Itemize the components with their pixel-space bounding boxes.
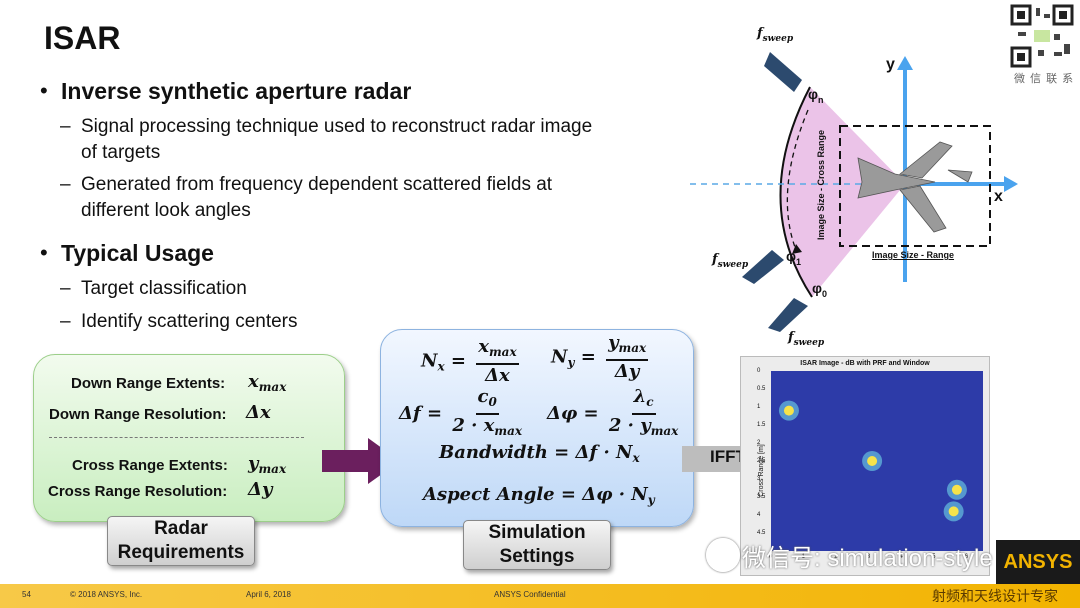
radar-requirements-box: Down Range Extents: xmax Down Range Reso… [33, 354, 345, 522]
arrowhead-icon [792, 244, 802, 254]
radar-requirements-line1: Radar [154, 518, 208, 539]
ansys-logo: ANSYS [996, 540, 1080, 584]
scatterer-point [867, 456, 878, 466]
y-axis-arrowhead [897, 56, 913, 70]
footer-confidential: ANSYS Confidential [494, 590, 566, 599]
simulation-settings-line1: Simulation [488, 522, 586, 543]
cross-range-size-label: Image Size - Cross Range [816, 129, 827, 241]
y-max-symbol: ymax [248, 453, 287, 476]
isar-plot-panel: ISAR Image - dB with PRF and Window Cros… [740, 356, 990, 576]
footer-date: April 6, 2018 [246, 590, 291, 599]
down-range-extents-label: Down Range Extents: [71, 375, 226, 392]
image-size-box [839, 125, 991, 247]
delta-y-symbol: Δy [248, 479, 273, 500]
aspect-angle-equation: Aspect Angle = Δφ · Ny [423, 484, 655, 507]
isar-plot-ylabel: Cross Range [m] [757, 444, 765, 497]
sub-bullet-usage-2: Identify scattering centers [81, 311, 298, 332]
isar-xtick: 3 [866, 554, 871, 560]
footer-bar [0, 584, 1080, 608]
isar-ytick: 1.5 [757, 422, 766, 428]
cross-range-resolution-label: Cross Range Resolution: [48, 483, 228, 500]
radar-requirements-line2: Requirements [117, 542, 245, 563]
simulation-settings-button[interactable]: Simulation Settings [463, 520, 611, 570]
dash-icon: – [60, 278, 71, 299]
brand-chinese-caption: 射频和天线设计专家 [932, 588, 1058, 604]
isar-xtick: 0 [769, 554, 773, 560]
bullet-dot: • [40, 240, 48, 265]
isar-xtick: 6 [964, 554, 969, 560]
ifft-label: IFFT [710, 447, 746, 466]
radar-geometry-diagram [690, 52, 1018, 332]
isar-plot-area [771, 371, 983, 551]
isar-ytick: 4.5 [757, 530, 766, 536]
wechat-watermark: 微信号: simulation-style [742, 545, 993, 572]
sweep-direction-arc [786, 109, 809, 251]
fsweep-label-middle: fsweep [712, 252, 749, 270]
qr-code-icon [1010, 4, 1074, 68]
y-axis-label: y [886, 56, 895, 73]
sub-bullet-1b: of targets [81, 142, 161, 163]
dash-icon: – [60, 311, 71, 332]
sub-bullet-usage-1: Target classification [81, 278, 247, 299]
phi-n-label: φn [808, 86, 824, 105]
isar-xtick: 5 [932, 554, 936, 560]
scatterer-point [783, 405, 794, 416]
aircraft-icon [857, 141, 973, 233]
scatterer-point [951, 484, 962, 495]
dash-icon: – [60, 116, 71, 137]
isar-xtick: 2 [834, 554, 838, 560]
down-range-resolution-label: Down Range Resolution: [49, 406, 227, 423]
radar-requirements-button[interactable]: Radar Requirements [107, 516, 255, 566]
slide-title: ISAR [44, 20, 121, 56]
isar-ytick: 1 [757, 404, 761, 410]
bandwidth-equation: Bandwidth = Δf · Nx [439, 442, 640, 465]
isar-xtick: 1 [801, 554, 805, 560]
qr-caption: 微 信 联 系 [1014, 73, 1075, 85]
cross-range-extents-label: Cross Range Extents: [72, 457, 228, 474]
sweep-arc [779, 86, 813, 298]
divider [49, 437, 304, 438]
footer-copyright: © 2018 ANSYS, Inc. [70, 590, 143, 599]
isar-ytick: 3 [757, 476, 761, 482]
range-size-label: Image Size - Range [872, 250, 955, 260]
bullet-dot: • [40, 78, 48, 103]
radar-horn-middle-icon [742, 250, 784, 284]
isar-ytick: 2.5 [757, 458, 766, 464]
isar-ytick: 3.5 [757, 494, 766, 500]
isar-ytick: 0.5 [757, 386, 766, 392]
dash-icon: – [60, 174, 71, 195]
isar-plot-title: ISAR Image - dB with PRF and Window [800, 360, 930, 367]
fsweep-label-top: fsweep [757, 26, 794, 44]
page-number: 54 [22, 590, 31, 599]
sub-bullet-2b: different look angles [81, 200, 251, 221]
isar-ytick: 0 [757, 368, 761, 374]
phi-0-label: φ0 [812, 280, 828, 299]
sub-bullet-2a: Generated from frequency dependent scatt… [81, 174, 553, 195]
x-axis-arrowhead [1004, 176, 1018, 192]
isar-ytick: 4 [757, 512, 761, 518]
radar-horn-bottom-icon [768, 298, 808, 332]
sub-bullet-1a: Signal processing technique used to reco… [81, 116, 593, 137]
sweep-sector [780, 87, 905, 297]
x-max-symbol: xmax [248, 371, 287, 394]
bullet-heading-usage: Typical Usage [61, 240, 214, 266]
radar-horn-top-icon [764, 52, 802, 92]
scatterer-point [948, 506, 959, 517]
x-axis-label: x [994, 188, 1003, 205]
isar-xtick: 4 [899, 554, 903, 560]
wechat-icon [706, 538, 740, 572]
fsweep-label-bottom: fsweep [788, 330, 825, 348]
phi-1-label: φ1 [786, 248, 802, 267]
simulation-settings-line2: Settings [499, 546, 575, 567]
bullet-heading-isar: Inverse synthetic aperture radar [61, 78, 412, 104]
isar-ytick: 2 [757, 440, 761, 446]
delta-x-symbol: Δx [246, 402, 271, 423]
